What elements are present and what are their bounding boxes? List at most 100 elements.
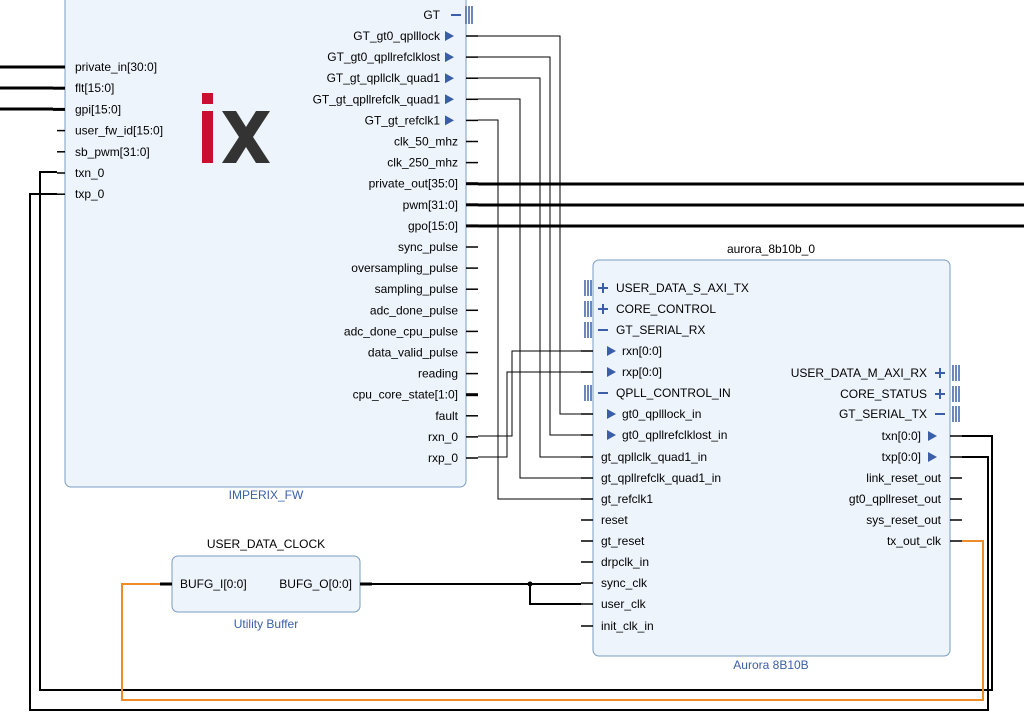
aurora-expand-icon-core-status[interactable] — [935, 389, 945, 399]
net-rxp[interactable] — [478, 371, 581, 458]
imperix-arrow-gt-gt-qpllclk-quad1[interactable] — [445, 73, 454, 84]
aurora-bus-icon-qpll-control-in — [584, 385, 592, 401]
clock-caption: Utility Buffer — [234, 617, 298, 631]
imperix-port-rxp-0: rxp_0 — [428, 451, 458, 465]
imperix-gt-bus-icon — [465, 6, 473, 24]
imperix-port-gpi-15-0: gpi[15:0] — [75, 102, 121, 116]
aurora-port-core-control: CORE_CONTROL — [616, 302, 716, 316]
net-tx-out-clk[interactable] — [121, 540, 984, 701]
aurora-port-drpclk-in: drpclk_in — [601, 555, 649, 569]
imperix-arrow-gt-gt-qpllrefclk-quad1[interactable] — [445, 94, 454, 105]
aurora-port-gt-serial-rx: GT_SERIAL_RX — [616, 323, 705, 337]
imperix-port-private-out-35-0: private_out[35:0] — [369, 177, 458, 191]
net-user-clk[interactable] — [529, 584, 581, 605]
aurora-port-gt0-qpllrefclklost-in: gt0_qpllrefclklost_in — [622, 428, 727, 442]
aurora-port-user-data-s-axi-tx: USER_DATA_S_AXI_TX — [616, 281, 749, 295]
imperix-port-adc-done-pulse: adc_done_pulse — [370, 303, 458, 317]
aurora-arrow-rxn-0-0[interactable] — [607, 346, 616, 356]
aurora-bus-icon-user-data-s-axi-tx — [584, 280, 592, 296]
imperix-port-txn-0: txn_0 — [75, 166, 105, 180]
aurora-port-tx-out-clk: tx_out_clk — [887, 534, 942, 548]
imperix-port-txp-0: txp_0 — [75, 187, 105, 201]
aurora-bus-icon-core-control — [584, 301, 592, 317]
aurora-bus-icon-core-status — [952, 386, 960, 402]
imperix-port-rxn-0: rxn_0 — [428, 430, 458, 444]
aurora-port-gt0-qplllock-in: gt0_qplllock_in — [622, 407, 701, 421]
imperix-port-gt-gt0-qpllrefclklost: GT_gt0_qpllrefclklost — [327, 50, 440, 64]
aurora-port-sys-reset-out: sys_reset_out — [866, 513, 941, 527]
aurora-expand-icon-user-data-s-axi-tx[interactable] — [598, 283, 608, 293]
imperix-port-reading: reading — [418, 367, 458, 381]
aurora-title: aurora_8b10b_0 — [727, 242, 815, 256]
net-gt-qpllclk-quad1[interactable] — [478, 77, 581, 458]
imperix-port-adc-done-cpu-pulse: adc_done_cpu_pulse — [344, 324, 458, 338]
aurora-port-txn-0-0: txn[0:0] — [882, 429, 921, 443]
imperix-arrow-gt-gt0-qpllrefclklost[interactable] — [445, 52, 454, 63]
aurora-port-gt-qpllclk-quad1-in: gt_qpllclk_quad1_in — [601, 450, 707, 464]
aurora-expand-icon-core-control[interactable] — [598, 304, 608, 314]
aurora-arrow-txn-0-0[interactable] — [928, 431, 937, 441]
aurora-port-init-clk-in: init_clk_in — [601, 619, 654, 633]
imperix-port-sb-pwm-31-0: sb_pwm[31:0] — [75, 145, 150, 159]
net-txn[interactable] — [39, 171, 993, 691]
net-rxn[interactable] — [478, 350, 581, 437]
clock-title: USER_DATA_CLOCK — [207, 537, 325, 551]
imperix-arrow-gt-gt-refclk1[interactable] — [445, 115, 454, 126]
aurora-arrow-txp-0-0[interactable] — [928, 452, 937, 462]
aurora-port-rxp-0-0: rxp[0:0] — [622, 365, 662, 379]
aurora-port-gt-qpllrefclk-quad1-in: gt_qpllrefclk_quad1_in — [601, 471, 721, 485]
imperix-port-sampling-pulse: sampling_pulse — [375, 282, 459, 296]
aurora-port-qpll-control-in: QPLL_CONTROL_IN — [616, 386, 731, 400]
aurora-port-link-reset-out: link_reset_out — [866, 471, 941, 485]
net-txp[interactable] — [29, 193, 989, 711]
imperix-port-private-in-30-0: private_in[30:0] — [75, 60, 157, 74]
net-gt-qpllrefclk-quad1[interactable] — [478, 98, 581, 479]
imperix-gt-port-label: GT — [423, 8, 440, 22]
imperix-port-gt-gt0-qplllock: GT_gt0_qplllock — [353, 29, 441, 43]
aurora-port-rxn-0-0: rxn[0:0] — [622, 344, 662, 358]
imperix-port-clk-250-mhz: clk_250_mhz — [387, 156, 458, 170]
imperix-logo — [202, 93, 270, 163]
imperix-port-flt-15-0: flt[15:0] — [75, 81, 114, 95]
net-gt0-qpllrefclklost[interactable] — [478, 56, 581, 436]
aurora-bus-icon-gt-serial-tx — [952, 406, 960, 422]
aurora-port-user-clk: user_clk — [601, 597, 647, 611]
imperix-port-cpu-core-state-1-0: cpu_core_state[1:0] — [353, 388, 458, 402]
imperix-port-gt-gt-refclk1: GT_gt_refclk1 — [365, 113, 441, 127]
imperix-port-clk-50-mhz: clk_50_mhz — [394, 135, 458, 149]
imperix-port-gpo-15-0: gpo[15:0] — [408, 219, 458, 233]
net-gt-refclk1[interactable] — [478, 119, 581, 500]
aurora-expand-icon-user-data-m-axi-rx[interactable] — [935, 368, 945, 378]
aurora-port-gt0-qpllreset-out: gt0_qpllreset_out — [849, 492, 942, 506]
imperix-arrow-gt-gt0-qplllock[interactable] — [445, 31, 454, 41]
imperix-port-oversampling-pulse: oversampling_pulse — [351, 261, 458, 275]
aurora-port-user-data-m-axi-rx: USER_DATA_M_AXI_RX — [791, 366, 927, 380]
imperix-port-gt-gt-qpllclk-quad1: GT_gt_qpllclk_quad1 — [327, 71, 441, 85]
imperix-port-pwm-31-0: pwm[31:0] — [403, 198, 458, 212]
aurora-block[interactable] — [592, 259, 951, 657]
net-gt0-qplllock[interactable] — [478, 35, 581, 415]
imperix-port-data-valid-pulse: data_valid_pulse — [368, 346, 458, 360]
aurora-arrow-rxp-0-0[interactable] — [607, 367, 616, 377]
imperix-port-gt-gt-qpllrefclk-quad1: GT_gt_qpllrefclk_quad1 — [313, 92, 441, 106]
aurora-port-sync-clk: sync_clk — [601, 576, 648, 590]
aurora-port-gt-refclk1: gt_refclk1 — [601, 492, 653, 506]
aurora-bus-icon-gt-serial-rx — [584, 322, 592, 338]
imperix-port-fault: fault — [435, 409, 458, 423]
aurora-arrow-gt0-qpllrefclklost-in[interactable] — [607, 430, 616, 440]
clock-out-port-label: BUFG_O[0:0] — [279, 577, 352, 591]
imperix-port-user-fw-id-15-0: user_fw_id[15:0] — [75, 124, 163, 138]
net-junction-dot — [527, 581, 533, 587]
aurora-port-reset: reset — [601, 513, 628, 527]
aurora-bus-icon-user-data-m-axi-rx — [952, 365, 960, 381]
aurora-port-core-status: CORE_STATUS — [840, 387, 927, 401]
aurora-caption: Aurora 8B10B — [733, 658, 808, 672]
aurora-port-gt-serial-tx: GT_SERIAL_TX — [839, 407, 927, 421]
aurora-arrow-gt0-qplllock-in[interactable] — [607, 409, 616, 419]
clock-in-port-label: BUFG_I[0:0] — [180, 577, 247, 591]
imperix-port-sync-pulse: sync_pulse — [398, 240, 458, 254]
aurora-port-txp-0-0: txp[0:0] — [882, 450, 921, 464]
imperix-fw-block[interactable] — [64, 0, 467, 488]
aurora-port-gt-reset: gt_reset — [601, 534, 645, 548]
